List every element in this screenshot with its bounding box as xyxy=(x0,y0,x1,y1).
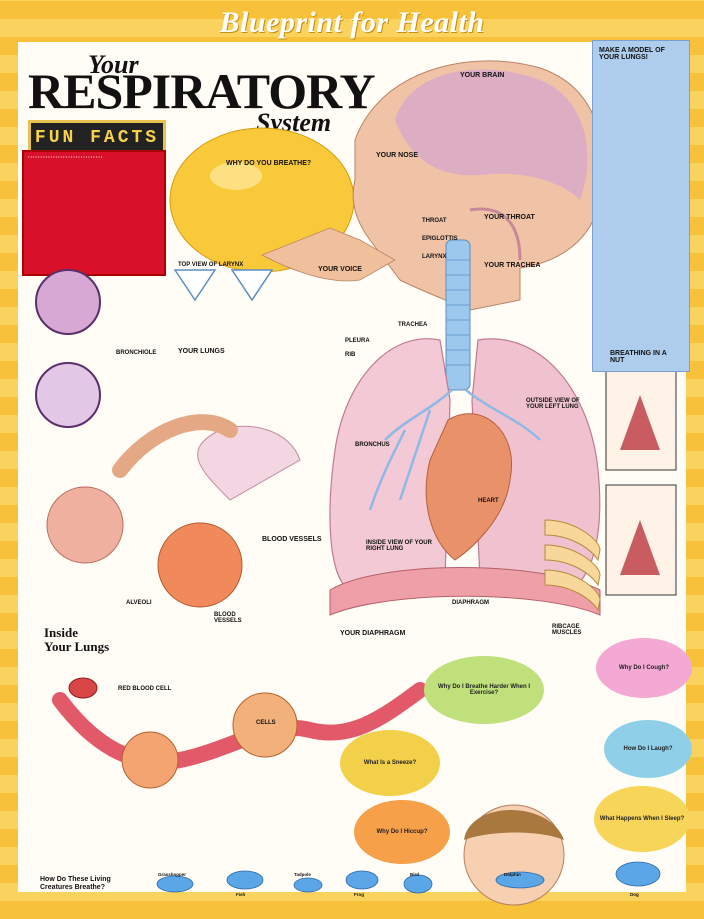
label-right-lung: INSIDE VIEW OF YOUR RIGHT LUNG xyxy=(366,540,432,552)
inside-lungs-line2: Your Lungs xyxy=(44,639,110,654)
make-model-heading: MAKE A MODEL OF YOUR LUNGS! xyxy=(599,47,665,61)
animal-label-dolphin: Dolphin xyxy=(504,872,521,877)
footer-animals xyxy=(156,861,661,894)
animal-label-bird: Bird xyxy=(410,872,419,877)
bubble-exercise-heading: Why Do I Breathe Harder When I Exercise? xyxy=(437,684,530,696)
throat-heading: YOUR THROAT xyxy=(484,214,535,221)
breathing-nutshell-heading: BREATHING IN A NUT xyxy=(610,350,667,364)
label-larynx: LARYNX xyxy=(422,254,447,260)
bubble-cough-heading: Why Do I Cough? xyxy=(619,665,669,671)
heart-shape xyxy=(425,413,512,561)
animal-label-grasshopper: Grasshopper xyxy=(158,872,187,877)
trachea-rings xyxy=(446,259,470,366)
cell-cluster-alveoli xyxy=(121,731,179,789)
blood-vessels-heading: BLOOD VESSELS xyxy=(262,536,322,543)
label-bronchiole: BRONCHIOLE xyxy=(116,350,157,356)
fun-facts-box: • • • • • • • • • • • • • • • • • • • • … xyxy=(22,150,166,276)
series-header: Blueprint for Health xyxy=(219,6,485,39)
animal-label-fish: Fish xyxy=(236,892,246,897)
brain-heading: YOUR BRAIN xyxy=(460,72,505,79)
trachea-heading: YOUR TRACHEA xyxy=(484,262,541,269)
balloon-highlight xyxy=(210,162,262,190)
fun-facts-text: • • • • • • • • • • • • • • • • • • • • … xyxy=(28,154,103,159)
bubble-sleep: What Happens When I Sleep? xyxy=(594,786,690,852)
label-diaphragm: DIAPHRAGM xyxy=(452,600,489,606)
bubble-sneeze: What Is a Sneeze? xyxy=(340,730,440,796)
trachea-shape xyxy=(445,239,471,391)
healthy-lung-tissue-circle xyxy=(35,269,101,335)
ribs xyxy=(544,519,601,612)
boy-hair xyxy=(464,810,564,840)
label-heart: HEART xyxy=(478,498,499,504)
label-alveoli: ALVEOLI xyxy=(126,600,152,606)
bronchial-tree xyxy=(368,389,541,511)
diaphragm-shape xyxy=(329,567,601,616)
bubble-hiccup-heading: Why Do I Hiccup? xyxy=(376,829,428,835)
bubble-laugh: How Do I Laugh? xyxy=(604,720,692,778)
inside-lungs-line1: Inside xyxy=(44,625,78,640)
bubble-exercise: Why Do I Breathe Harder When I Exercise? xyxy=(424,656,544,724)
label-red-blood-cell: RED BLOOD CELL xyxy=(118,686,172,692)
why-breathe-heading: WHY DO YOU BREATHE? xyxy=(226,160,312,167)
label-pleura: PLEURA xyxy=(345,338,370,344)
footer-question: How Do These Living Creatures Breathe? xyxy=(40,876,111,891)
inside-lungs-title: Inside Your Lungs xyxy=(44,626,109,654)
nose-heading: YOUR NOSE xyxy=(376,152,419,159)
bubble-sleep-heading: What Happens When I Sleep? xyxy=(599,816,685,822)
title-your: Your xyxy=(88,50,139,79)
label-trachea: TRACHEA xyxy=(398,322,428,328)
label-left-lung: OUTSIDE VIEW OF YOUR LEFT LUNG xyxy=(526,398,580,410)
label-bronchus: BRONCHUS xyxy=(355,442,390,448)
fun-facts-label: FUN FACTS xyxy=(34,128,160,148)
label-throat: THROAT xyxy=(422,218,447,224)
animal-label-dog: Dog xyxy=(630,892,639,897)
label-blood-vessels: BLOOD VESSELS xyxy=(214,612,242,624)
red-blood-cell xyxy=(68,677,98,699)
diaphragm-heading: YOUR DIAPHRAGM xyxy=(340,630,406,637)
brain-shape xyxy=(395,69,588,200)
alveoli-cluster-2 xyxy=(157,522,243,608)
voice-heading: YOUR VOICE xyxy=(318,266,362,273)
animal-label-frog: Frog xyxy=(354,892,364,897)
cell-cluster-cells xyxy=(232,692,298,758)
bronchiole-tube xyxy=(112,414,238,478)
lungs-heading: YOUR LUNGS xyxy=(178,348,225,355)
bubble-sneeze-heading: What Is a Sneeze? xyxy=(363,760,417,766)
breathing-lungs-in xyxy=(620,395,660,450)
larynx-closed-icon xyxy=(230,269,274,302)
smoker-lung-tissue-circle xyxy=(35,362,101,428)
label-rib-muscles: RIBCAGE MUSCLES xyxy=(552,624,582,636)
nasal-cavity xyxy=(469,207,522,261)
lung-tissue-block xyxy=(197,425,301,501)
label-epiglottis: EPIGLOTTIS xyxy=(422,236,458,242)
lung-model-sidebar: MAKE A MODEL OF YOUR LUNGS! xyxy=(592,40,690,372)
bubble-cough: Why Do I Cough? xyxy=(596,638,692,698)
top-view-larynx-label: TOP VIEW OF LARYNX xyxy=(178,262,244,268)
bubble-laugh-heading: How Do I Laugh? xyxy=(623,746,673,752)
alveoli-cluster-1 xyxy=(46,486,124,564)
label-rib: RIB xyxy=(345,352,356,358)
animal-label-tadpole: Tadpole xyxy=(294,872,311,877)
breathing-lungs-out xyxy=(620,520,660,575)
larynx-open-icon xyxy=(173,269,217,302)
page-title: RESPIRATORY xyxy=(28,63,376,119)
label-cells: CELLS xyxy=(256,720,276,726)
hand-shape xyxy=(261,227,396,282)
bubble-hiccup: Why Do I Hiccup? xyxy=(354,800,450,864)
